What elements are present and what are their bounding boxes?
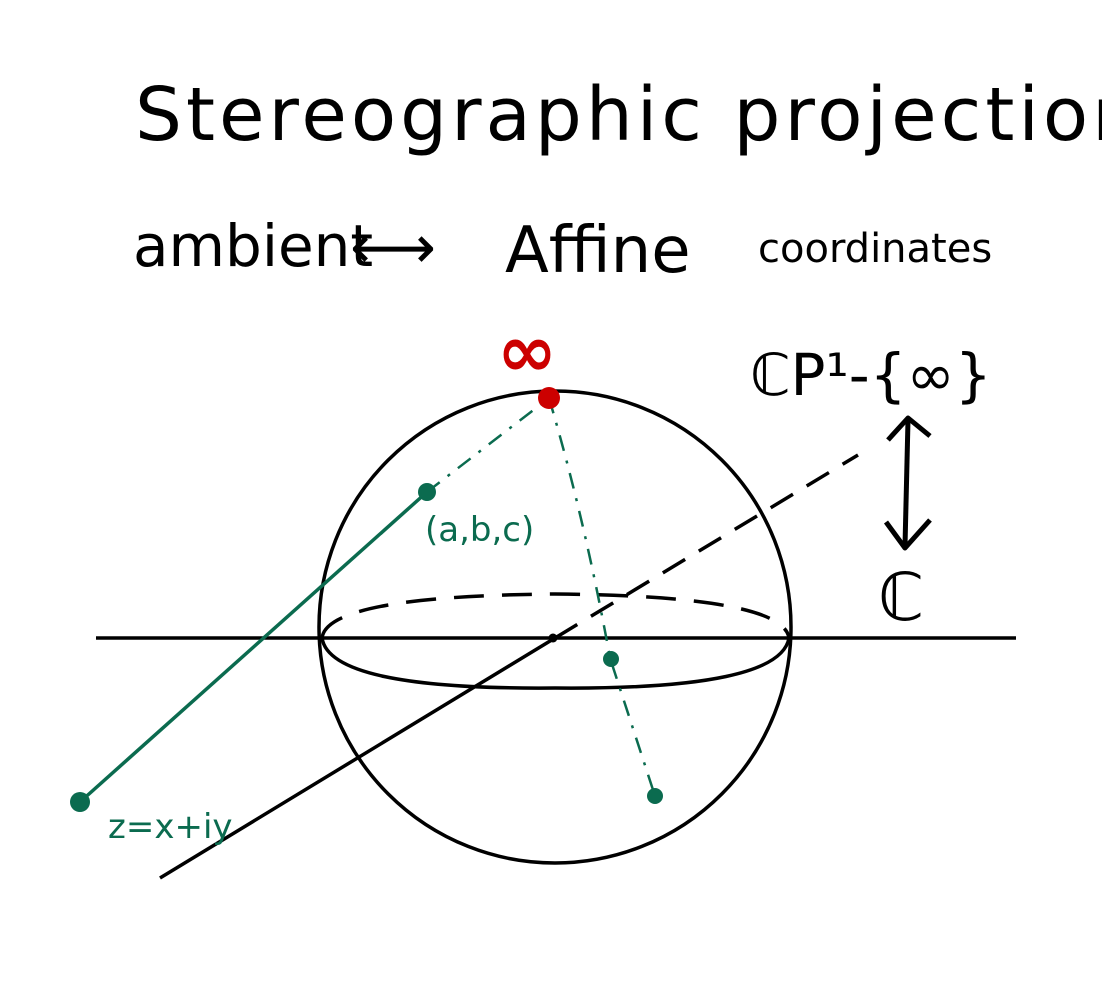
sphere-point-abc xyxy=(418,483,436,501)
abc-label: (a,b,c) xyxy=(425,510,534,550)
infinity-label: ∞ xyxy=(497,309,557,393)
sphere-point-lower xyxy=(603,651,619,667)
complex-plane-label: ℂ xyxy=(878,559,924,636)
title: Stereographic projection xyxy=(135,72,1102,158)
equator-front xyxy=(320,637,791,690)
equator-back xyxy=(320,592,791,639)
projection-dashed-down xyxy=(547,397,657,797)
depth-axis-back xyxy=(554,453,859,640)
subtitle-ambient: ambient xyxy=(133,212,373,280)
projection-dashed-to-pole xyxy=(426,397,550,493)
subtitle-coordinates: coordinates xyxy=(758,226,992,272)
subtitle-arrow: ⟷ xyxy=(350,213,436,283)
subtitle-affine: Affine xyxy=(505,214,691,288)
origin-point xyxy=(548,633,558,643)
cp1-label: ℂP¹-{∞} xyxy=(750,341,992,409)
north-pole-point xyxy=(538,387,560,409)
correspondence-arrow-icon xyxy=(883,415,932,551)
plane-point-z xyxy=(70,792,90,812)
projection-line-z xyxy=(78,490,429,804)
z-label: z=x+iy xyxy=(108,807,233,847)
sphere xyxy=(317,389,793,865)
plane-point-lower xyxy=(647,788,663,804)
